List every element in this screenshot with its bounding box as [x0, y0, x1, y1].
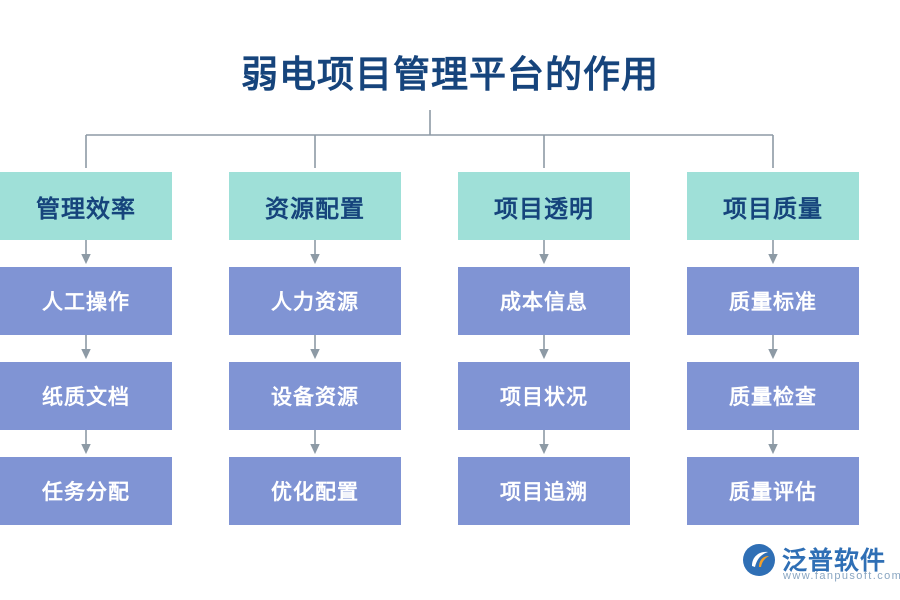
spacer [229, 430, 401, 457]
spacer [458, 335, 630, 362]
spacer [0, 430, 172, 457]
branch-item-1-1[interactable]: 人工操作 [0, 267, 172, 335]
branch-column-2: 资源配置 人力资源 设备资源 优化配置 [229, 172, 401, 525]
branch-column-3: 项目透明 成本信息 项目状况 项目追溯 [458, 172, 630, 525]
spacer [0, 240, 172, 267]
spacer [458, 430, 630, 457]
spacer [458, 240, 630, 267]
branch-item-4-3[interactable]: 质量评估 [687, 457, 859, 525]
branch-item-3-3[interactable]: 项目追溯 [458, 457, 630, 525]
brand-logo: 泛普软件 www.fanpusoft.com [742, 541, 900, 585]
branch-head-4[interactable]: 项目质量 [687, 172, 859, 240]
branch-item-1-3[interactable]: 任务分配 [0, 457, 172, 525]
spacer [687, 430, 859, 457]
branch-item-3-2[interactable]: 项目状况 [458, 362, 630, 430]
spacer [687, 335, 859, 362]
branch-column-1: 管理效率 人工操作 纸质文档 任务分配 [0, 172, 172, 525]
branch-column-4: 项目质量 质量标准 质量检查 质量评估 [687, 172, 859, 525]
brand-url: www.fanpusoft.com [783, 570, 900, 582]
branch-item-2-3[interactable]: 优化配置 [229, 457, 401, 525]
branch-item-2-2[interactable]: 设备资源 [229, 362, 401, 430]
branch-head-2[interactable]: 资源配置 [229, 172, 401, 240]
page-title: 弱电项目管理平台的作用 [241, 55, 659, 96]
globe-icon [743, 544, 775, 576]
branch-item-4-1[interactable]: 质量标准 [687, 267, 859, 335]
spacer [687, 240, 859, 267]
spacer [229, 335, 401, 362]
branch-item-3-1[interactable]: 成本信息 [458, 267, 630, 335]
branch-head-1[interactable]: 管理效率 [0, 172, 172, 240]
branch-item-2-1[interactable]: 人力资源 [229, 267, 401, 335]
spacer [229, 240, 401, 267]
spacer [0, 335, 172, 362]
branch-head-3[interactable]: 项目透明 [458, 172, 630, 240]
branch-item-4-2[interactable]: 质量检查 [687, 362, 859, 430]
branch-item-1-2[interactable]: 纸质文档 [0, 362, 172, 430]
brand-name-cn: 泛普软件 [782, 548, 887, 575]
